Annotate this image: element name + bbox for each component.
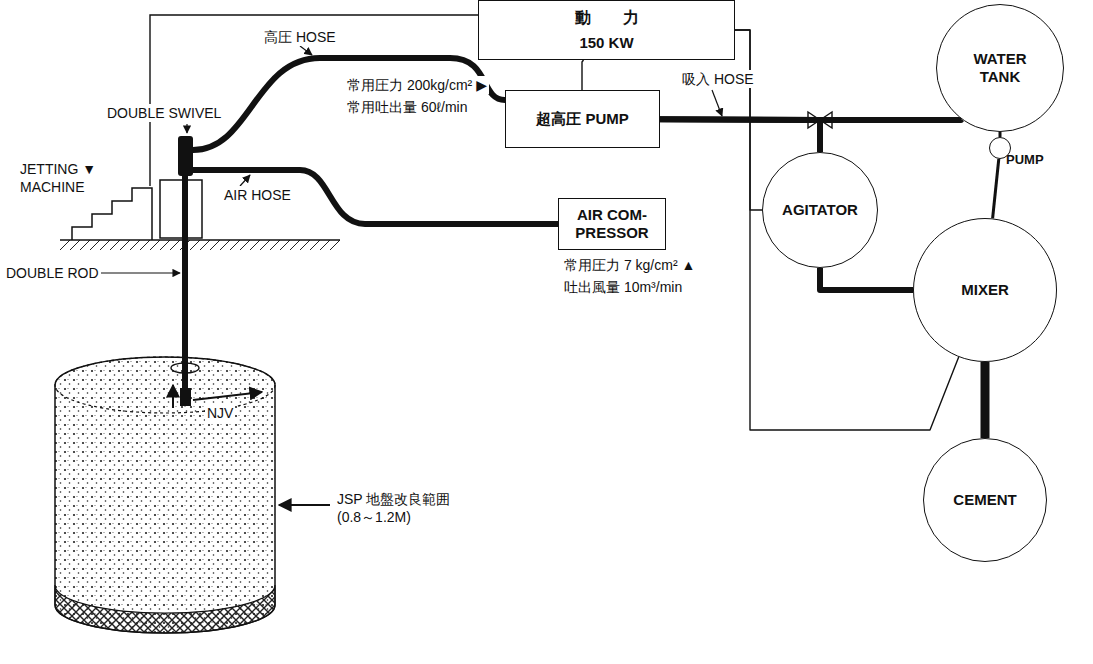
column-top — [55, 357, 275, 413]
pump-circle: PUMP — [989, 137, 1011, 159]
node-text: AGITATOR — [782, 201, 858, 219]
annotation-label: 吸入 HOSE — [680, 70, 756, 88]
annotation-label: JSP 地盤改良範囲 (0.8～1.2M) — [335, 490, 479, 526]
high-pressure-hose — [193, 58, 505, 150]
connector-line — [735, 30, 959, 430]
lift-arrow — [172, 385, 174, 408]
cement-circle: CEMENT — [923, 438, 1047, 562]
leader-line — [300, 46, 312, 55]
ground-line — [60, 239, 340, 241]
rotation-mark — [171, 363, 199, 373]
annotation-label: DOUBLE ROD — [4, 264, 101, 282]
leader-line — [186, 124, 187, 133]
double-swivel — [178, 136, 193, 176]
connector-line — [660, 119, 820, 152]
annotation-label: DOUBLE SWIVEL — [105, 104, 223, 122]
ground-hatch — [60, 240, 340, 250]
connector-line — [993, 159, 999, 219]
jet-arrow — [193, 392, 262, 400]
leader-line — [100, 272, 180, 273]
double-rod — [182, 170, 188, 395]
node-text: MIXER — [961, 281, 1009, 299]
air-hose — [193, 170, 558, 224]
annotation-label: 常用圧力 200kg/cm² ▶ — [345, 76, 489, 94]
connector-line — [582, 60, 584, 90]
leader-line — [279, 504, 330, 506]
annotation-label: 高圧 HOSE — [262, 28, 338, 46]
mixer-circle: MIXER — [913, 218, 1057, 362]
compressor-box: AIR COM- PRESSOR — [558, 198, 666, 250]
connector-line — [981, 362, 990, 438]
node-text: CEMENT — [953, 491, 1016, 509]
power-line — [150, 15, 478, 186]
annotation-label: 常用吐出量 60ℓ/min — [345, 98, 469, 116]
agitator-circle: AGITATOR — [762, 152, 878, 268]
node-text: 超高圧 PUMP — [536, 110, 629, 128]
connector-line — [820, 268, 913, 290]
node-text: PUMP — [1006, 152, 1044, 168]
leader-line — [240, 175, 250, 186]
node-text: 動 力 — [575, 8, 639, 27]
leader-line — [712, 90, 722, 116]
annotation-label: JETTING ▼ MACHINE — [18, 160, 117, 196]
annotation-label: 常用圧力 7 kg/cm² ▲ — [562, 256, 697, 274]
jet-nozzle — [180, 388, 191, 406]
annotation-label: NJV — [205, 404, 235, 422]
node-text: 150 KW — [579, 34, 633, 52]
pump-box: 超高圧 PUMP — [505, 90, 660, 148]
node-text: AIR COM- PRESSOR — [566, 206, 658, 242]
node-text: WATER TANK — [955, 50, 1045, 86]
annotation-label: 吐出風量 10m³/min — [562, 278, 684, 296]
column-bottom — [55, 585, 275, 633]
jetting-machine-frame — [160, 180, 202, 238]
annotation-label: AIR HOSE — [222, 186, 293, 204]
power-box: 動 力 150 KW — [478, 0, 735, 60]
improved-soil-column — [55, 357, 275, 633]
tank-circle: WATER TANK — [936, 4, 1064, 132]
